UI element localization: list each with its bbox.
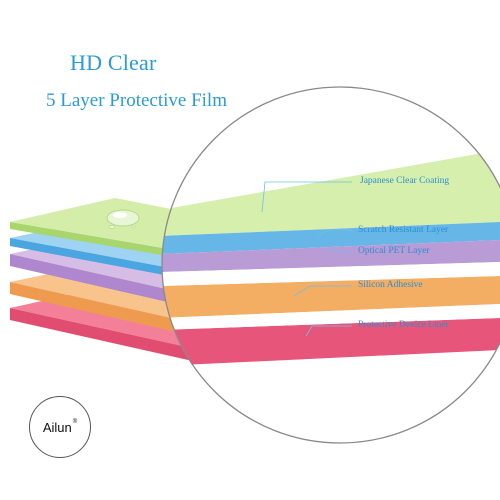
magnified-layers	[162, 87, 500, 443]
water-droplet-icon	[106, 209, 140, 229]
leader-line-adhesive	[293, 285, 352, 297]
registered-mark: ®	[72, 419, 78, 425]
leader-line-pet	[325, 249, 352, 253]
leader-line-coating	[261, 181, 352, 213]
leader-line-liner	[305, 325, 352, 337]
label-protective-device-liner: Protective Device Liner	[358, 320, 449, 330]
brand-logo: Ailun®	[29, 396, 91, 458]
magnifier-ring	[161, 86, 500, 444]
page-subtitle: 5 Layer Protective Film	[46, 90, 227, 111]
label-scratch-resistant-layer: Scratch Resistant Layer	[358, 225, 449, 235]
leader-lines	[261, 181, 352, 337]
leader-line-scratch	[317, 229, 352, 236]
label-optical-pet-layer: Optical PET Layer	[358, 246, 430, 256]
label-silicon-adhesive: Silicon Adhesive	[358, 280, 423, 290]
page-title: HD Clear	[70, 50, 157, 75]
label-japanese-clear-coating: Japanese Clear Coating	[360, 176, 450, 186]
brand-name: Ailun	[42, 419, 72, 435]
